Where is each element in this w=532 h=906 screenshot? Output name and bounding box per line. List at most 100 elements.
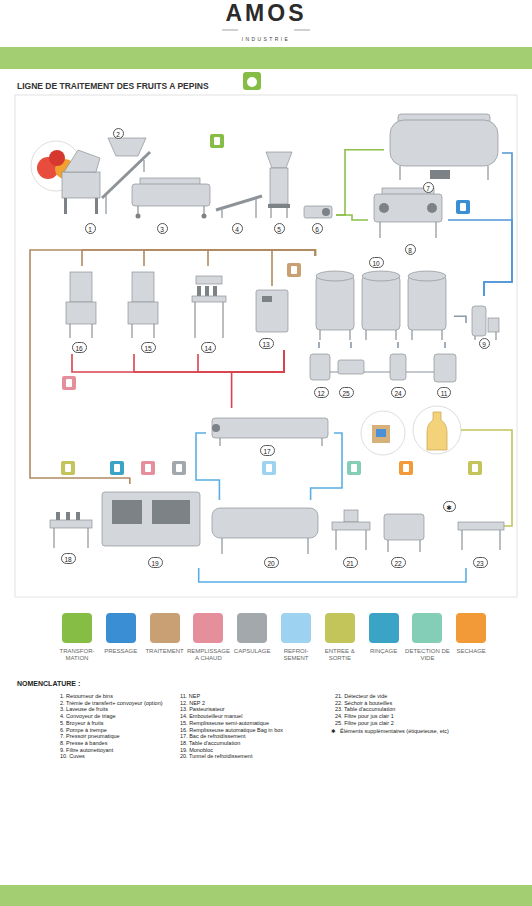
- pipe-connector: [454, 316, 466, 323]
- legend-swatch: [106, 613, 136, 643]
- pipe-connector: [311, 433, 342, 500]
- step-icon: [399, 461, 413, 475]
- legend-item: TRANSFOR- MATION: [54, 613, 100, 662]
- legend-item: TRAITEMENT: [142, 613, 188, 655]
- machine-node: 17: [206, 408, 334, 458]
- legend-item: PRESSAGE: [98, 613, 144, 655]
- filler: [70, 324, 92, 338]
- tanks: [320, 330, 442, 340]
- legend-item: REMPLISSAGE A CHAUD: [185, 613, 231, 662]
- nomenclature-item: 1. Retourneur de bins: [60, 693, 113, 699]
- cip-units: [310, 354, 330, 380]
- monobloc: [152, 500, 190, 524]
- pneumatic-press: [390, 120, 498, 166]
- accumulation-table: [56, 512, 60, 520]
- empty-detector: [332, 522, 370, 530]
- accumulation-table: [462, 530, 500, 550]
- pipe-connector: [350, 342, 352, 348]
- callout-number: 17: [260, 445, 275, 456]
- legend-swatch: [325, 613, 355, 643]
- machine-node: 2: [98, 126, 148, 180]
- pneumatic-press: [430, 170, 450, 179]
- label-wrap: NOMENCLATURE :: [17, 672, 80, 690]
- machine-node: 13: [252, 286, 292, 350]
- bin-tipper: [64, 198, 67, 214]
- washer: [132, 184, 210, 206]
- pipe-connector: [30, 250, 315, 484]
- legend-text: TRAITEMENT: [142, 648, 188, 655]
- nomenclature-item: 25. Filtre pour jus clair 2: [335, 720, 394, 726]
- machine-node: 6: [300, 196, 336, 234]
- output-line: [461, 430, 512, 526]
- bag-in-box-picture: [361, 411, 405, 455]
- monobloc: [112, 500, 142, 524]
- callout-number: 10: [369, 257, 384, 268]
- title-icon: [247, 77, 257, 87]
- band: [0, 885, 532, 906]
- pipe-connector: [484, 153, 512, 296]
- fruit-picture: [49, 150, 65, 166]
- nomenclature-item: 24. Filtre pour jus clair 1: [335, 713, 394, 719]
- pipe-connector: [82, 250, 315, 266]
- cip-units: [310, 354, 456, 382]
- step-icon: [110, 461, 124, 475]
- washer: [138, 206, 204, 214]
- machine-node: 12: [306, 348, 332, 398]
- machine-node: 1: [58, 186, 108, 234]
- title-wrap: LIGNE DE TRAITEMENT DES FRUITS A PEPINS: [17, 75, 209, 93]
- step-icon: [262, 461, 276, 475]
- machine-node: 22: [380, 506, 428, 568]
- callout-number: 3: [157, 223, 168, 234]
- bag-in-box-picture: [376, 429, 386, 437]
- pasteurizer: [256, 290, 288, 332]
- legend-text: REFROI- SEMENT: [273, 648, 319, 662]
- legend-swatch: [193, 613, 223, 643]
- machine-node: 25: [336, 348, 366, 398]
- label-wrap: INDUSTRIE: [242, 27, 291, 45]
- callout-number: 20: [264, 557, 279, 568]
- callout-number: 6: [312, 223, 323, 234]
- cooling-tank: [212, 418, 328, 438]
- belt-press: [427, 203, 437, 213]
- nomenclature-item: 3. Laveuse de fruits: [60, 706, 108, 712]
- legend-swatch: [369, 613, 399, 643]
- bottle-picture: [413, 406, 461, 454]
- callout-number: 9: [479, 338, 490, 349]
- pipe-connector: [208, 250, 315, 266]
- monobloc: [102, 492, 200, 546]
- legend-text: DETECTION DE VIDE: [404, 648, 450, 662]
- brand-logo: AMOS: [226, 1, 307, 25]
- step-icon: [172, 461, 186, 475]
- machine-node: 14: [188, 266, 228, 354]
- callout-number: 4: [232, 223, 243, 234]
- legend-item: RINÇAGE: [361, 613, 407, 655]
- nomenclature-item: 6. Pompe à trempe: [60, 727, 107, 733]
- pipe-connector: [444, 342, 446, 348]
- nomenclature-item: 8. Presse à bandes: [60, 740, 107, 746]
- pipe-connector: [198, 350, 284, 372]
- step-icon: [456, 200, 470, 214]
- nomenclature-item: 5. Broyeur à fruits: [60, 720, 103, 726]
- icon-glyph: [66, 379, 72, 387]
- nomenclature-item: 13. Pasteurisateur: [180, 706, 225, 712]
- tanks: [362, 276, 400, 330]
- legend-swatch: [150, 613, 180, 643]
- belt-press: [374, 194, 442, 222]
- icon-glyph: [65, 464, 71, 472]
- filler: [66, 272, 158, 338]
- pump: [304, 206, 332, 218]
- legend-text: RINÇAGE: [361, 648, 407, 655]
- washer: [132, 178, 210, 219]
- callout-number: 11: [437, 387, 451, 398]
- callout-number: 2: [113, 128, 124, 139]
- machine-node: 7: [384, 112, 502, 194]
- callout-number: 23: [473, 557, 488, 568]
- manual-bottler: [196, 276, 222, 284]
- legend-text: ENTREE & SORTIE: [317, 648, 363, 662]
- legend-text: REMPLISSAGE A CHAUD: [185, 648, 231, 662]
- list-heading: NOMENCLATURE :: [17, 680, 80, 688]
- cooling-tunnel: [212, 508, 318, 538]
- filler: [70, 272, 92, 302]
- machine-node: 18: [48, 506, 94, 564]
- icon-glyph: [65, 137, 478, 472]
